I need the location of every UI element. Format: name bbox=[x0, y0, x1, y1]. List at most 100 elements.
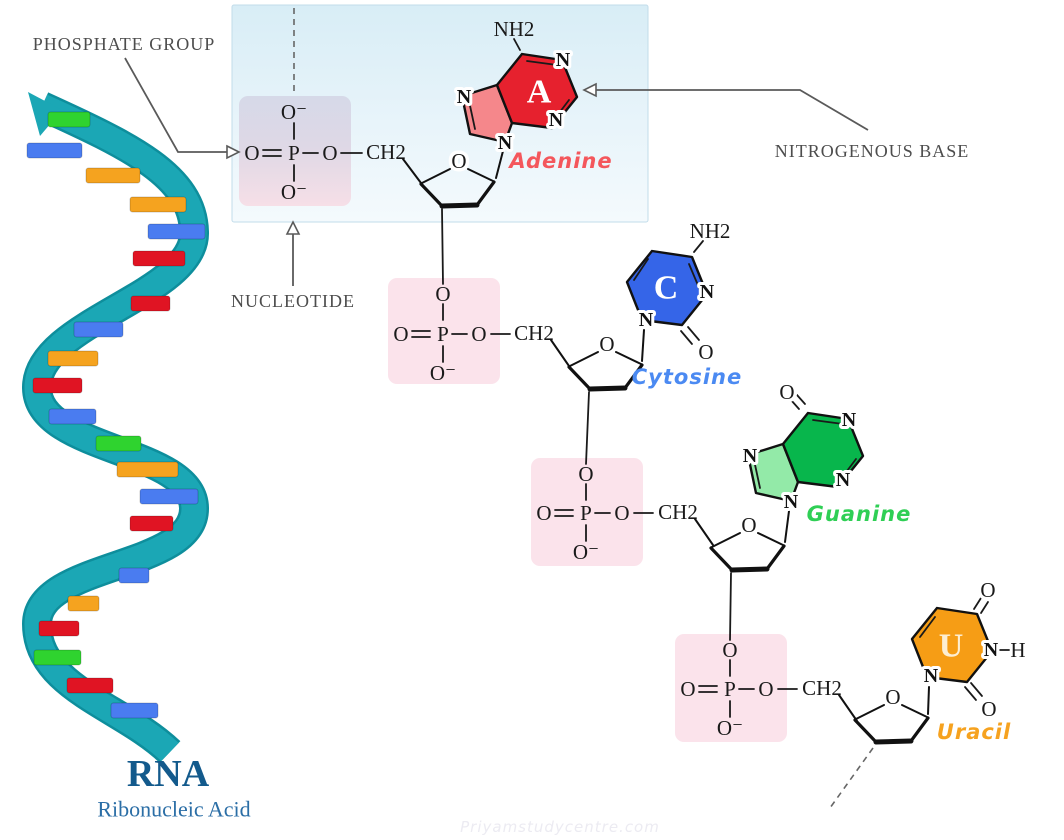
adenine-nh2: NH2 bbox=[494, 17, 535, 41]
adenine-hexagon bbox=[495, 52, 579, 130]
atom-o-minus-bottom: O⁻ bbox=[430, 361, 456, 385]
nucleotide-unit-uracil: O O P O CH2 O⁻ O N N H O bbox=[680, 575, 1026, 809]
nucleotide-unit-adenine: O⁻ O P O CH2 O⁻ O N N N N bbox=[244, 17, 612, 285]
atom-ch2: CH2 bbox=[802, 676, 842, 700]
rna-base-bar bbox=[33, 649, 82, 666]
phosphate-box-1 bbox=[239, 96, 351, 206]
rna-abbr: RNA bbox=[127, 753, 210, 795]
phosphate-box-4 bbox=[675, 634, 787, 742]
cytosine-nh2: NH2 bbox=[690, 219, 731, 243]
rna-base-bar bbox=[47, 350, 99, 367]
rna-base-bar bbox=[48, 408, 97, 425]
atom-ch2: CH2 bbox=[366, 140, 406, 164]
helix-tip bbox=[28, 92, 62, 136]
adenine-n1: N bbox=[556, 49, 571, 71]
atom-o-left: O bbox=[244, 141, 259, 165]
atom-o-right: O bbox=[471, 322, 486, 346]
cytosine-base: N N NH2 O C Cytosine bbox=[625, 219, 741, 389]
guanine-n7: N bbox=[743, 445, 758, 467]
rna-title: RNA Ribonucleic Acid bbox=[97, 753, 250, 822]
cytosine-o: O bbox=[698, 340, 713, 364]
cytosine-n3: N bbox=[700, 281, 715, 303]
rna-base-bar bbox=[129, 196, 187, 213]
arrowhead-up-icon bbox=[285, 220, 301, 235]
rna-base-bar bbox=[132, 250, 186, 267]
chain-continues-bottom-dash bbox=[829, 747, 874, 809]
phosphate-4-bonds bbox=[698, 659, 798, 718]
phosphate-box-2 bbox=[388, 278, 500, 384]
ribose-sugar-4: O bbox=[829, 682, 930, 809]
guanine-n3: N bbox=[836, 469, 851, 491]
uracil-name: Uracil bbox=[937, 720, 1011, 744]
rna-base-bar bbox=[110, 702, 159, 719]
nucleotide-unit-cytosine: O O P O CH2 O⁻ O N N NH2 O C bbox=[393, 219, 741, 465]
phosphate-group-label: PHOSPHATE GROUP bbox=[33, 34, 216, 54]
nitrogenous-base-label: NITROGENOUS BASE bbox=[775, 141, 970, 161]
guanine-n9: N bbox=[784, 491, 799, 513]
atom-o-top: O bbox=[722, 638, 737, 662]
atom-o-right: O bbox=[614, 501, 629, 525]
ribose-sugar-1: O bbox=[402, 146, 504, 285]
atom-ch2: CH2 bbox=[514, 321, 554, 345]
adenine-base: N N N N NH2 A Adenine bbox=[454, 17, 612, 173]
uracil-n1: N bbox=[924, 665, 939, 687]
guanine-base: N N N N O Guanine bbox=[740, 377, 912, 527]
rna-base-bar bbox=[130, 295, 171, 312]
rna-full-name: Ribonucleic Acid bbox=[97, 797, 250, 822]
nucleotide-unit-guanine: O O P O CH2 O⁻ O N N N N bbox=[536, 377, 912, 641]
atom-o-minus-bottom: O⁻ bbox=[573, 540, 599, 564]
atom-o-right: O bbox=[758, 677, 773, 701]
phosphate-box-3 bbox=[531, 458, 643, 566]
atom-o-top: O bbox=[435, 282, 450, 306]
atom-o-minus-bottom: O⁻ bbox=[281, 180, 307, 204]
rna-base-bar bbox=[32, 377, 83, 394]
atom-o-left: O bbox=[393, 322, 408, 346]
rna-base-bar bbox=[67, 595, 100, 612]
cytosine-n1: N bbox=[639, 309, 654, 331]
uracil-h: H bbox=[1010, 638, 1025, 662]
uracil-hexagon bbox=[910, 606, 994, 684]
sugar-o-3: O bbox=[741, 513, 756, 537]
adenine-n7: N bbox=[457, 86, 472, 108]
atom-p: P bbox=[724, 677, 736, 701]
phosphate-2-bonds bbox=[411, 303, 511, 363]
rna-base-bar bbox=[129, 515, 174, 532]
uracil-letter: U bbox=[939, 628, 964, 665]
sugar-o-4: O bbox=[885, 685, 900, 709]
rna-base-bar bbox=[47, 111, 91, 128]
sugar-o-1: O bbox=[451, 149, 466, 173]
atom-o-minus-top: O⁻ bbox=[281, 100, 307, 124]
rna-base-bar bbox=[118, 567, 150, 584]
rna-base-bar bbox=[38, 620, 80, 637]
helix-base-bars bbox=[26, 111, 206, 719]
guanine-hexagon bbox=[781, 411, 865, 489]
callout-nucleotide: NUCLEOTIDE bbox=[231, 220, 355, 311]
rna-base-bar bbox=[95, 435, 142, 452]
callout-nitrogenous-base: NITROGENOUS BASE bbox=[582, 82, 970, 161]
arrowhead-right-icon bbox=[226, 144, 241, 160]
adenine-name: Adenine bbox=[507, 149, 612, 173]
guanine-n1: N bbox=[842, 409, 857, 431]
adenine-n9: N bbox=[498, 132, 513, 154]
ribose-sugar-3: O bbox=[694, 510, 790, 641]
atom-p: P bbox=[288, 141, 300, 165]
rna-base-bar bbox=[116, 461, 179, 478]
adenine-letter: A bbox=[527, 74, 552, 111]
atom-p: P bbox=[437, 322, 449, 346]
guanine-name: Guanine bbox=[807, 502, 912, 526]
ribose-sugar-2: O bbox=[550, 329, 645, 465]
cytosine-letter: C bbox=[654, 270, 679, 307]
atom-o-left: O bbox=[680, 677, 695, 701]
atom-ch2: CH2 bbox=[658, 500, 698, 524]
cytosine-hexagon bbox=[625, 249, 709, 327]
guanine-o: O bbox=[779, 380, 794, 404]
atom-o-minus-bottom: O⁻ bbox=[717, 716, 743, 740]
rna-base-bar bbox=[139, 488, 199, 505]
rna-base-bar bbox=[85, 167, 141, 184]
rna-helix bbox=[21, 92, 210, 764]
atom-p: P bbox=[580, 501, 592, 525]
callout-phosphate-group: PHOSPHATE GROUP bbox=[33, 34, 241, 160]
nucleotide-label: NUCLEOTIDE bbox=[231, 291, 355, 311]
atom-o-top: O bbox=[578, 462, 593, 486]
